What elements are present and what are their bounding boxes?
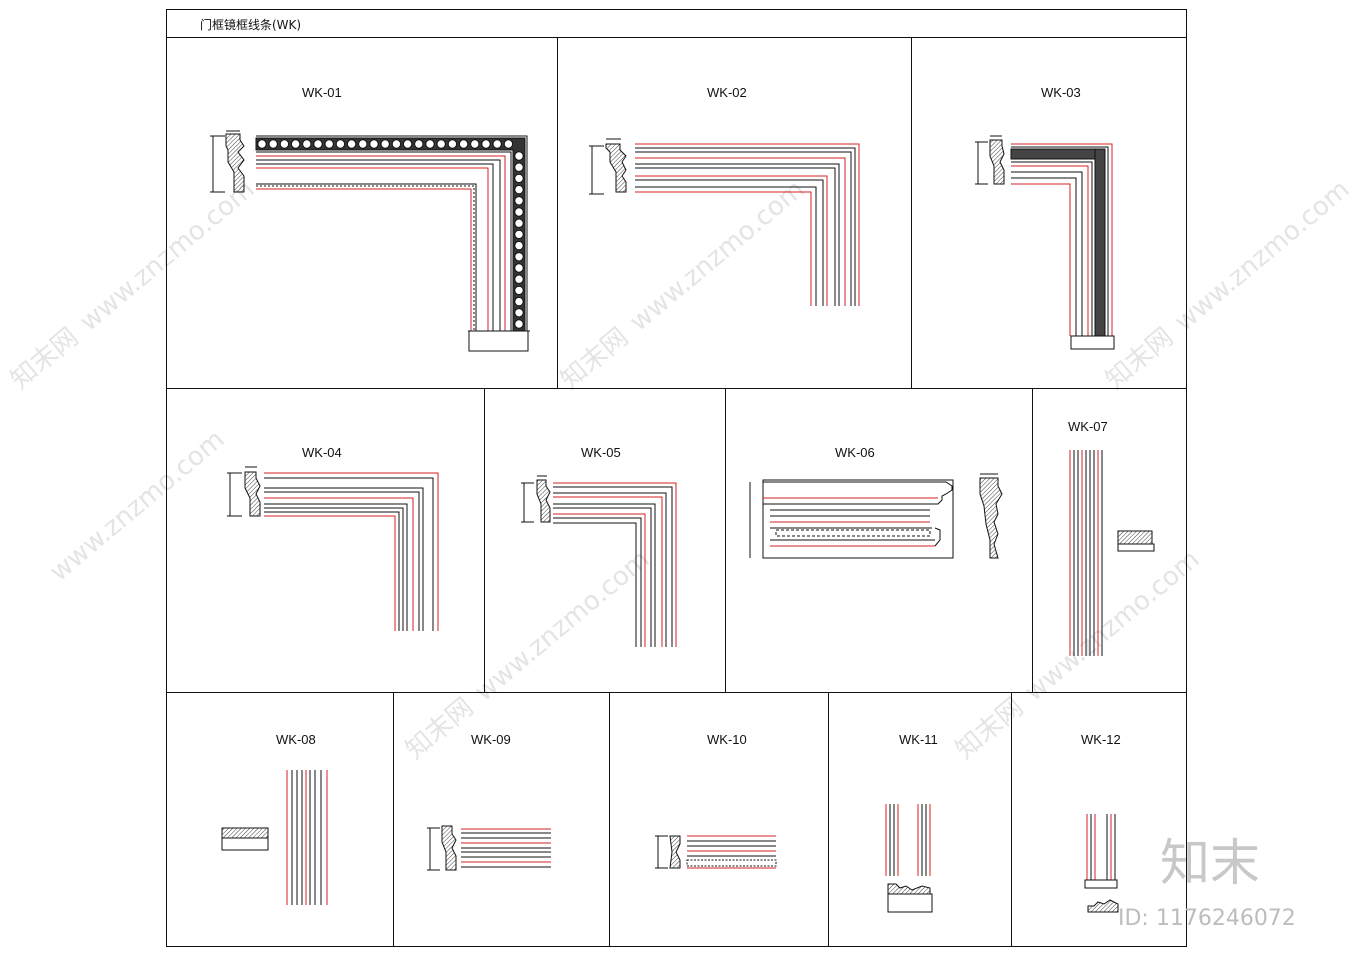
molding-wk09 [427, 825, 551, 871]
bead-ornament [514, 196, 524, 206]
bead-ornament [514, 173, 524, 184]
bead-ornament [514, 308, 524, 318]
molding-wk01 [210, 130, 530, 352]
sheet-frame [166, 9, 1187, 947]
bead-band [255, 137, 526, 332]
panel-label: WK-01 [302, 85, 342, 100]
bead-ornament [492, 139, 502, 149]
bead-ornament [290, 139, 301, 149]
bead-ornament [481, 139, 491, 149]
watermark-text: www.znzmo.com [74, 174, 260, 337]
bead-ornament [391, 139, 402, 149]
molding-wk06 [749, 473, 1003, 559]
watermark-text: www.znzmo.com [624, 174, 810, 337]
bead-ornament [514, 162, 524, 172]
watermark-layer: 知末网 www.znzmo.com 知末网 www.znzmo.com 知末网 … [5, 174, 1354, 765]
bead-ornament [514, 274, 524, 284]
molding-wk04 [227, 466, 439, 631]
bead-ornament [402, 139, 413, 149]
panel-label: WK-05 [581, 445, 621, 460]
molding-wk03 [975, 135, 1115, 350]
bead-ornament [514, 151, 524, 161]
panel-label: WK-12 [1081, 732, 1121, 747]
panel-label: WK-06 [835, 445, 875, 460]
bead-ornament [313, 139, 323, 149]
id-watermark: ID: 1176246072 [1118, 906, 1296, 931]
bead-ornament [425, 139, 435, 149]
panel-label: WK-09 [471, 732, 511, 747]
bead-ornament [414, 139, 424, 149]
watermark-text: 知末网 [950, 692, 1029, 765]
bead-ornament [514, 240, 524, 251]
watermark-text: www.znzmo.com [1019, 544, 1205, 707]
panel-label: WK-04 [302, 445, 342, 460]
bead-ornament [268, 139, 278, 149]
panel-label: WK-07 [1068, 419, 1108, 434]
bead-ornament [514, 252, 524, 262]
watermark-text: 知末网 [400, 692, 479, 765]
bead-ornament [514, 263, 524, 273]
bead-ornament [458, 139, 469, 149]
watermark-text: www.znzmo.com [44, 424, 230, 587]
bead-ornament [503, 139, 514, 149]
molding-wk05 [521, 475, 677, 647]
bead-ornament [380, 139, 390, 149]
bead-ornament [358, 139, 368, 149]
bead-ornament [514, 319, 524, 329]
bead-ornament [436, 139, 446, 149]
molding-wk11 [885, 804, 933, 913]
bead-ornament [369, 139, 379, 149]
molding-wk10 [655, 835, 777, 869]
panel-label: WK-08 [276, 732, 316, 747]
sheet-title: 门框镜框线条(WK) [200, 17, 301, 32]
bead-ornament [514, 229, 524, 240]
bead-ornament [470, 139, 480, 149]
panel-label: WK-02 [707, 85, 747, 100]
panel-label: WK-11 [899, 732, 938, 747]
bead-ornament [279, 139, 290, 149]
molding-wk12 [1084, 814, 1119, 913]
watermark-text: 知末网 [5, 322, 84, 395]
panel-label: WK-03 [1041, 85, 1081, 100]
brand-watermark: 知末 [1160, 834, 1260, 892]
bead-ornament [514, 184, 524, 195]
bead-ornament [346, 139, 357, 149]
bead-ornament [302, 139, 312, 149]
bead-ornament [324, 139, 334, 149]
watermark-text: www.znzmo.com [1169, 174, 1354, 337]
bead-ornament [514, 207, 524, 217]
bead-ornament [335, 139, 346, 149]
bead-ornament [514, 218, 524, 228]
bead-ornament [447, 139, 458, 149]
molding-wk08 [221, 770, 328, 905]
watermark-text: www.znzmo.com [469, 544, 655, 707]
panel-label: WK-10 [707, 732, 747, 747]
bead-ornament [514, 296, 524, 307]
bead-ornament [514, 285, 524, 296]
watermark-text: 知末网 [555, 322, 634, 395]
molding-wk07 [1069, 450, 1155, 656]
molding-wk02 [589, 138, 860, 306]
bead-ornament [257, 139, 267, 149]
